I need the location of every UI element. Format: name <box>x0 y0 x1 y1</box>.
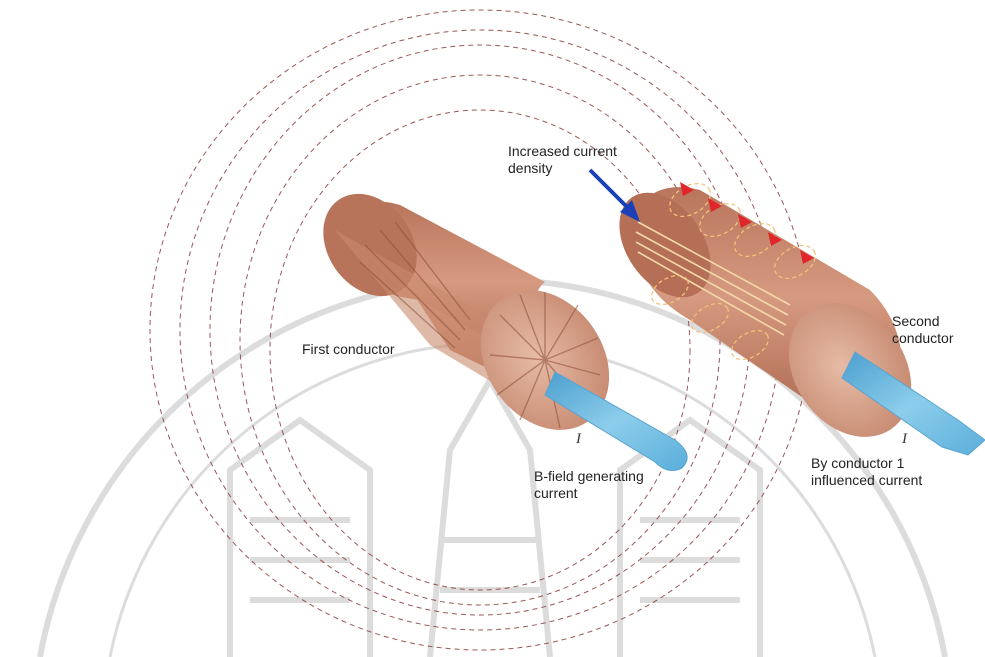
increased-density-label: Increased current density <box>508 143 617 177</box>
influenced-current-line1: By conductor 1 <box>811 455 922 472</box>
second-conductor-line1: Second <box>892 313 953 330</box>
first-conductor-label: First conductor <box>302 341 395 358</box>
bfield-current-label: B-field generating current <box>534 468 644 502</box>
increased-density-line1: Increased current <box>508 143 617 160</box>
blue-arrow-icon <box>590 170 640 222</box>
second-conductor-line2: conductor <box>892 330 953 347</box>
current-symbol-first: I <box>575 431 582 447</box>
current-symbol-second: I <box>901 431 908 447</box>
increased-density-line2: density <box>508 160 617 177</box>
influenced-current-line2: influenced current <box>811 472 922 489</box>
bfield-current-line2: current <box>534 485 644 502</box>
influenced-current-label: By conductor 1 influenced current <box>811 455 922 489</box>
second-conductor-label: Second conductor <box>892 313 953 347</box>
second-conductor <box>601 176 937 461</box>
bfield-current-line1: B-field generating <box>534 468 644 485</box>
